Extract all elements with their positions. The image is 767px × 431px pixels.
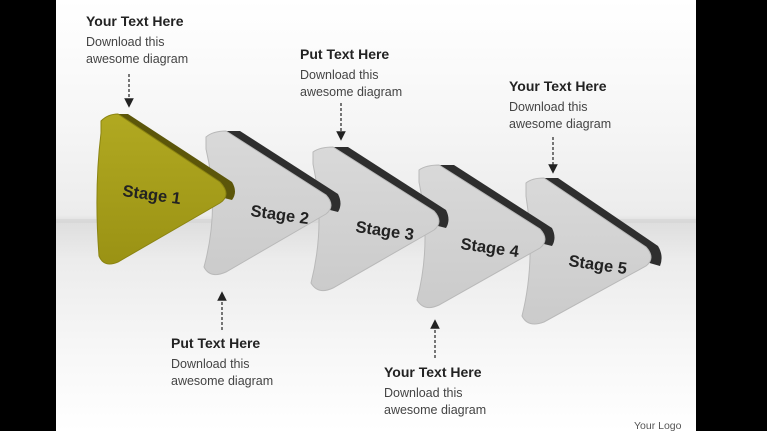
callout-5: Your Text Here Download this awesome dia… bbox=[384, 364, 486, 419]
callout-1-body-line1: Download this bbox=[86, 35, 165, 49]
logo-text: Your Logo bbox=[634, 420, 682, 431]
stage-5: Stage 5 bbox=[521, 177, 662, 325]
callout-2: Put Text Here Download this awesome diag… bbox=[300, 46, 402, 101]
stage-4: Stage 4 bbox=[416, 164, 555, 309]
callout-5-body-line1: Download this bbox=[384, 386, 463, 400]
callout-1-body-line2: awesome diagram bbox=[86, 52, 189, 66]
stage-2: Stage 2 bbox=[203, 130, 341, 276]
stage-4-shape bbox=[416, 164, 546, 309]
callout-2-title: Put Text Here bbox=[300, 46, 390, 62]
callout-4-body-line1: Download this bbox=[171, 357, 250, 371]
stage-1-shape bbox=[96, 113, 227, 265]
letterbox-left bbox=[0, 0, 56, 431]
stage-3: Stage 3 bbox=[310, 146, 449, 292]
callout-4-title: Put Text Here bbox=[171, 335, 261, 351]
callout-3-body-line2: awesome diagram bbox=[509, 117, 612, 131]
stage-5-shape bbox=[521, 177, 652, 325]
callout-4-body-line2: awesome diagram bbox=[171, 374, 274, 388]
callout-3-body-line1: Download this bbox=[509, 100, 588, 114]
callout-5-title: Your Text Here bbox=[384, 364, 482, 380]
slide: Stage 5 Stage 4 Stage 3 Stage 2 bbox=[56, 0, 696, 431]
callout-2-body-line1: Download this bbox=[300, 68, 379, 82]
callout-3-title: Your Text Here bbox=[509, 78, 607, 94]
callout-2-body-line2: awesome diagram bbox=[300, 85, 403, 99]
letterbox-right bbox=[696, 0, 767, 431]
stage-diagram: Stage 5 Stage 4 Stage 3 Stage 2 bbox=[96, 74, 662, 358]
stage-3-shape bbox=[310, 146, 440, 292]
callout-1: Your Text Here Download this awesome dia… bbox=[86, 13, 188, 68]
stage-2-shape bbox=[203, 130, 332, 276]
callout-4: Put Text Here Download this awesome diag… bbox=[171, 335, 273, 390]
connector-arrows bbox=[124, 74, 558, 358]
stage-1: Stage 1 bbox=[96, 113, 235, 265]
callout-5-body-line2: awesome diagram bbox=[384, 403, 487, 417]
callout-3: Your Text Here Download this awesome dia… bbox=[509, 78, 611, 133]
callout-1-title: Your Text Here bbox=[86, 13, 184, 29]
